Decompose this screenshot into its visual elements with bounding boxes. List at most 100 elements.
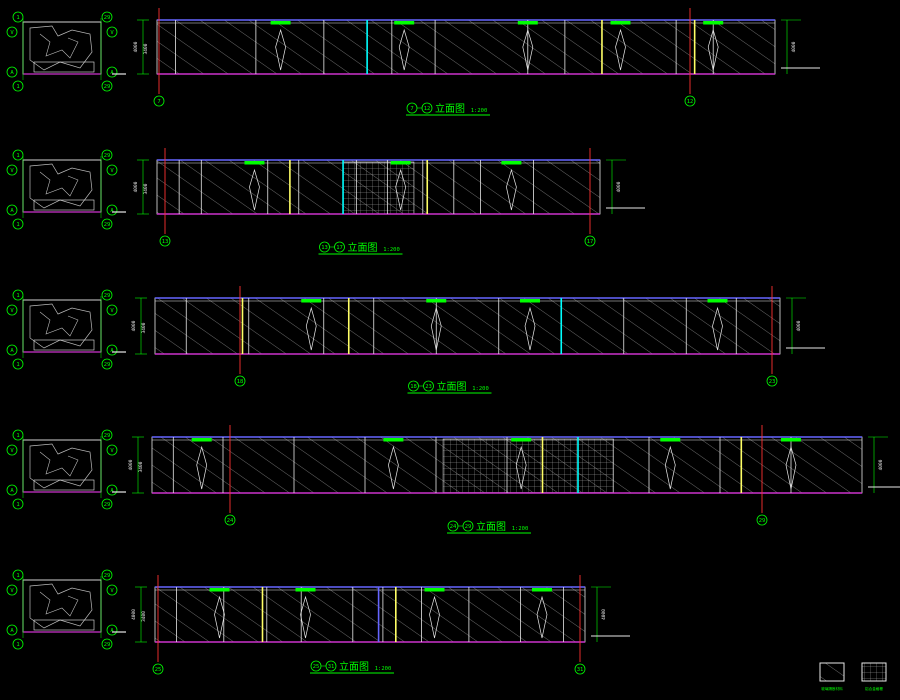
axis-bubble: A (6, 344, 18, 356)
signage-bar (390, 161, 411, 165)
axis-label: 1 (16, 502, 19, 508)
signage-bar (660, 438, 681, 442)
axis-bubble: 17 (584, 235, 596, 247)
axis-bubble: 29 (101, 498, 113, 510)
axis-bubble: 1 (12, 149, 24, 161)
axis-label: 24 (227, 518, 234, 524)
axis-label: 29 (104, 433, 111, 439)
dimension-text: 4000 (796, 320, 802, 331)
dimension-text: 4000 (131, 320, 137, 331)
axis-bubble: 1 (12, 429, 24, 441)
axis-bubble: 18 (408, 380, 419, 392)
axis-label: 13 (321, 245, 328, 251)
axis-label: 13 (162, 239, 169, 245)
axis-label: 23 (425, 384, 432, 390)
door-swing-mark (395, 168, 407, 211)
door-swing-mark (536, 595, 548, 639)
key-plan-band (33, 339, 95, 351)
axis-label: 29 (104, 293, 111, 299)
axis-bubble: V (106, 444, 118, 456)
axis-bubble: 7 (153, 95, 165, 107)
axis-label: V (10, 308, 14, 314)
axis-label: 29 (104, 573, 111, 579)
axis-label: A (10, 488, 14, 494)
dimension-text: 4000 (616, 181, 622, 192)
axis-bubble: A (106, 484, 118, 496)
axis-label: V (10, 168, 14, 174)
key-plan-interior (39, 591, 79, 617)
signage-bar (424, 588, 445, 592)
dimension-text: 4000 (128, 459, 134, 470)
door-swing-mark (214, 595, 225, 639)
axis-label: 29 (104, 362, 111, 368)
dimension-text: 3400 (138, 461, 144, 472)
key-plan-band (33, 199, 95, 211)
key-plan-interior (29, 25, 93, 71)
axis-bubble: 24 (224, 514, 236, 526)
elevation-scale: 1:200 (383, 247, 400, 253)
door-swing-mark (430, 306, 442, 351)
elevation-scale: 1:200 (472, 386, 489, 392)
glazing-facade (154, 586, 586, 643)
key-plan-interior (39, 451, 79, 477)
axis-label: 1 (16, 642, 19, 648)
door-swing-mark (196, 445, 208, 490)
door-swing-mark (515, 445, 527, 490)
signage-bar (270, 21, 291, 25)
axis-bubble: V (6, 26, 18, 38)
axis-label: A (10, 208, 14, 214)
axis-bubble: 25 (310, 660, 322, 672)
axis-bubble: 1 (12, 80, 24, 92)
dimension-text: 4000 (131, 609, 137, 620)
elevation-scale: 1:200 (471, 108, 488, 114)
key-plan-outline (22, 21, 102, 75)
grille-section (342, 161, 415, 215)
elevation-title-text: 立面图 (435, 102, 465, 115)
dimension-text: 4000 (878, 459, 884, 470)
axis-label: 1 (16, 293, 19, 299)
axis-bubble: V (106, 584, 118, 596)
axis-label: 1 (16, 433, 19, 439)
signage-bar (520, 299, 540, 303)
legend-item: 玻璃隔断材料 (819, 662, 845, 691)
axis-label: 24 (450, 524, 457, 530)
signage-bar (209, 588, 230, 592)
door-swing-mark (712, 306, 723, 351)
key-plan-band (33, 479, 95, 491)
key-plan-outline (22, 579, 102, 633)
axis-label: V (110, 30, 114, 36)
axis-bubble: 25 (152, 663, 164, 675)
signage-bar (781, 438, 801, 442)
axis-bubble: 1 (12, 569, 24, 581)
signage-bar (517, 21, 538, 25)
axis-bubble: 29 (101, 80, 113, 92)
signage-bar (532, 588, 552, 592)
axis-label: V (10, 588, 14, 594)
axis-label: 29 (759, 518, 766, 524)
axis-label: 17 (336, 245, 343, 251)
signage-bar (501, 161, 522, 165)
axis-bubble: 31 (574, 663, 586, 675)
signage-bar (703, 21, 724, 25)
legend-item: 铝合金格栅 (861, 662, 887, 691)
axis-bubble: V (106, 304, 118, 316)
axis-label: 1 (16, 222, 19, 228)
axis-label: A (110, 348, 114, 354)
door-swing-mark (506, 168, 517, 211)
key-plan-outline (22, 299, 102, 353)
axis-bubble: 29 (101, 429, 113, 441)
axis-bubble: V (6, 584, 18, 596)
axis-bubble: 29 (101, 358, 113, 370)
grille-section (442, 438, 614, 494)
axis-bubble: 12 (684, 95, 696, 107)
axis-label: 7 (410, 106, 413, 112)
axis-label: 1 (16, 84, 19, 90)
legend-swatch (861, 662, 887, 682)
axis-bubble: 23 (423, 380, 434, 392)
